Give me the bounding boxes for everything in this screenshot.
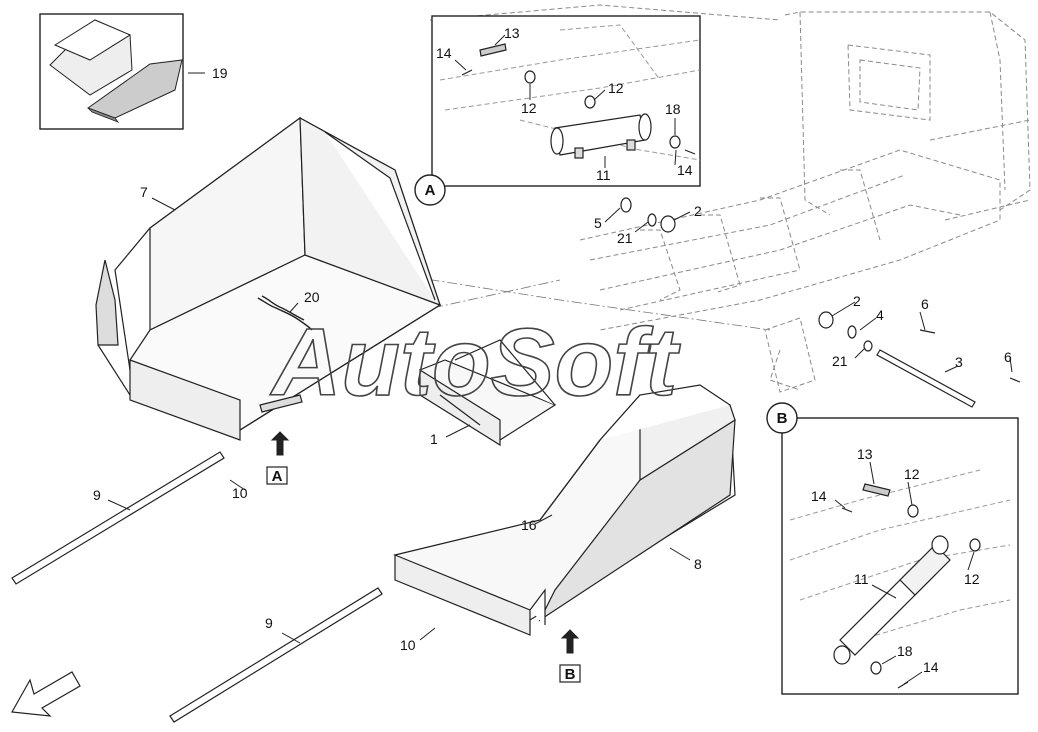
callout-16: 16 bbox=[521, 517, 537, 533]
detail-b-callout-14-bottom: 14 bbox=[923, 659, 939, 675]
detail-b-callout-18: 18 bbox=[897, 643, 913, 659]
tray-part-1 bbox=[418, 339, 557, 447]
view-marker-b-box bbox=[559, 664, 581, 683]
callout-10-bottom: 10 bbox=[400, 637, 416, 653]
detail-b-callout-12-top: 12 bbox=[904, 466, 920, 482]
detail-a-callout-13: 13 bbox=[504, 25, 520, 41]
callout-2-right: 2 bbox=[853, 293, 861, 309]
callout-21-top: 21 bbox=[617, 230, 633, 246]
detail-a-callout-11: 11 bbox=[596, 167, 611, 183]
callout-21-right: 21 bbox=[832, 353, 848, 369]
callout-6-right: 6 bbox=[1004, 349, 1012, 365]
leader-lines bbox=[107, 34, 1013, 685]
detail-b-label: B bbox=[777, 410, 788, 427]
callout-9-bottom: 9 bbox=[265, 615, 273, 631]
detail-b-circle bbox=[766, 402, 798, 434]
bushings bbox=[620, 197, 1021, 383]
callout-9-top: 9 bbox=[93, 487, 101, 503]
callout-10-left: 10 bbox=[232, 485, 248, 501]
callout-4: 4 bbox=[876, 307, 884, 323]
callout-2-top: 2 bbox=[694, 203, 702, 219]
inset-part-19 bbox=[39, 13, 184, 130]
callout-8: 8 bbox=[694, 556, 702, 572]
detail-a-callout-12-right: 12 bbox=[608, 80, 624, 96]
view-marker-a: A bbox=[272, 468, 283, 485]
detail-a-callout-12-left: 12 bbox=[521, 100, 537, 116]
detail-a-callout-18: 18 bbox=[665, 101, 681, 117]
direction-arrow-icon bbox=[11, 671, 81, 717]
detail-b-box bbox=[781, 417, 1019, 695]
detail-a-circle bbox=[414, 174, 446, 206]
chain-part-20 bbox=[257, 295, 313, 331]
detail-a-callout-14-bottom: 14 bbox=[677, 162, 693, 178]
box-part-8 bbox=[393, 384, 736, 636]
detail-a-callout-14-top: 14 bbox=[436, 45, 452, 61]
view-marker-b: B bbox=[565, 666, 576, 683]
callout-7: 7 bbox=[140, 184, 148, 200]
detail-b-callout-11: 11 bbox=[854, 571, 869, 587]
callout-1: 1 bbox=[430, 431, 438, 447]
detail-b-callout-12-right: 12 bbox=[964, 571, 980, 587]
detail-a-box bbox=[431, 15, 701, 187]
callout-5: 5 bbox=[594, 215, 602, 231]
watermark-text: AutoSoft bbox=[270, 309, 681, 416]
view-marker-a-box bbox=[266, 466, 288, 485]
detail-a-label: A bbox=[425, 182, 436, 199]
view-arrows bbox=[270, 431, 580, 654]
detail-b-callout-14-top: 14 bbox=[811, 488, 827, 504]
rods bbox=[11, 349, 976, 723]
callouts: 19 7 20 1 9 10 9 10 16 8 5 21 2 2 4 21 6… bbox=[93, 25, 1012, 675]
collector-box-part-7 bbox=[95, 116, 442, 441]
callout-6-left: 6 bbox=[921, 296, 929, 312]
detail-b-callout-13: 13 bbox=[857, 446, 873, 462]
callout-19: 19 bbox=[212, 65, 228, 81]
callout-3: 3 bbox=[955, 354, 963, 370]
callout-20: 20 bbox=[304, 289, 320, 305]
